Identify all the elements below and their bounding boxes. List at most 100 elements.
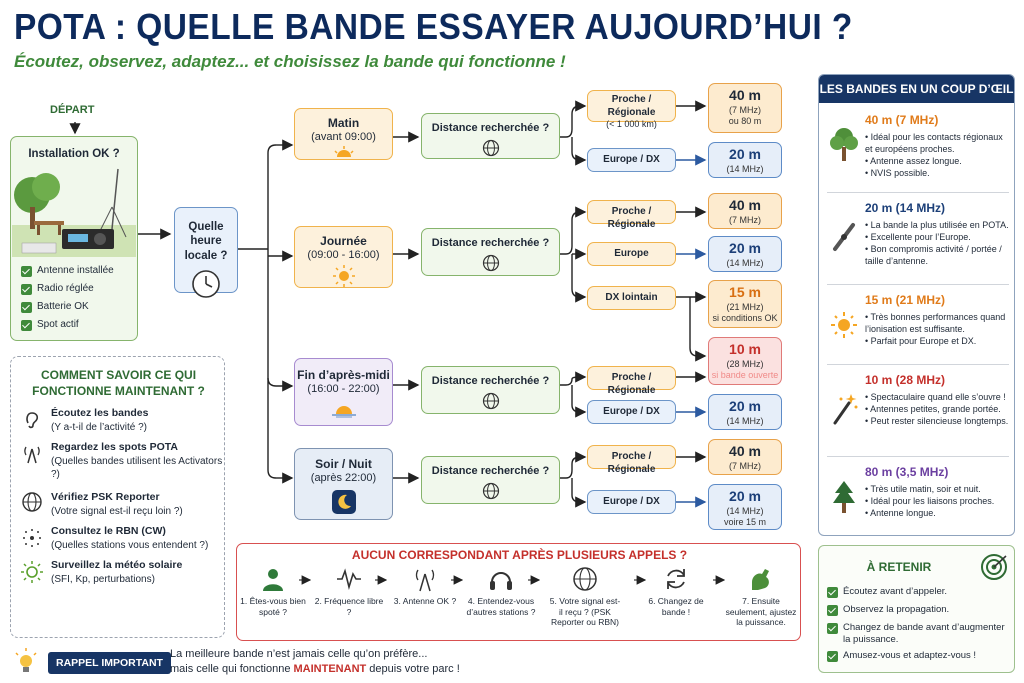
globe-icon [482,254,499,271]
moon-icon [331,489,356,514]
target-label: Europe [614,248,649,259]
band-20m-matin: 20 m (14 MHz) [708,142,782,178]
band-freq: (7 MHz) [729,460,761,471]
reminder-text: La meilleure bande n’est jamais celle qu… [170,647,460,677]
page-subtitle: Écoutez, observez, adaptez... et choisis… [14,52,566,71]
period-time: (après 22:00) [310,472,377,484]
overview-80m-bullets: Très utile matin, soir et nuit. Idéal po… [865,483,1011,519]
question-box: Quelle heure locale ? [174,207,238,298]
tree-icon [830,128,858,161]
installation-box: Installation OK ? Antenne installée Radi… [10,136,138,341]
band-number: 20 m [729,488,761,504]
antenna-tower-icon [24,446,40,464]
band-20m-fin: 20 m (14 MHz) [708,394,782,430]
fail-step-7: 7. Ensuite seulement, ajustez la puissan… [725,566,797,628]
distance-journee: Distance recherchée ? [421,228,560,276]
lightbulb-icon [15,648,37,672]
period-name: Matin [327,116,360,130]
target-sub: (< 1 000 km) [606,119,657,129]
clock-icon [192,270,220,298]
period-name: Journée [320,234,367,248]
person-icon [263,569,283,591]
target-europe-journee: Europe [587,242,676,266]
overview-15m-title: 15 m (21 MHz) [865,293,946,307]
band-freq: (7 MHz) [729,214,761,225]
globe-icon [482,392,499,409]
distance-label: Distance recherchée ? [431,237,550,249]
overview-15m-bullets: Très bonnes performances quand l’ionisat… [865,311,1011,347]
waveform-icon [337,568,361,590]
target-proche-journee: Proche / Régionale [587,200,676,230]
target-label: Europe / DX [603,406,660,417]
band-20m-soir: 20 m (14 MHz) voire 15 m [708,484,782,530]
sunset-icon [331,405,356,418]
overview-40m: 40 m (7 MHz) Idéal pour les contacts rég… [827,109,1009,193]
target-icon [981,554,1007,580]
overview-10m: 10 m (28 MHz) Spectaculaire quand elle s… [827,365,1009,457]
target-proche-fin: Proche / Régionale [587,366,676,396]
band-note: ou 80 m [728,115,762,126]
how-item-psk: Vérifiez PSK Reporter(Votre signal est-i… [51,491,183,517]
band-number: 10 m [729,341,761,357]
period-time: (16:00 - 22:00) [307,383,380,395]
dipole-antenna-icon [833,223,855,251]
network-icon [23,529,41,547]
refresh-icon [667,569,685,589]
band-20m-journee: 20 m (14 MHz) [708,236,782,272]
target-label: Europe / DX [603,496,660,507]
how-item-solar: Surveillez la météo solaire(SFI, Kp, per… [51,559,183,585]
distance-matin: Distance recherchée ? [421,113,560,159]
fail-panel: AUCUN CORRESPONDANT APRÈS PLUSIEURS APPE… [236,543,801,641]
band-number: 40 m [729,197,761,213]
period-time: (avant 09:00) [311,131,376,143]
distance-label: Distance recherchée ? [431,122,550,134]
overview-80m: 80 m (3,5 MHz) Très utile matin, soir et… [827,457,1009,535]
checkbox-icon [21,266,32,277]
target-label: DX lointain [605,292,658,303]
bands-overview-title: LES BANDES EN UN COUP D’ŒIL [819,75,1014,103]
checkbox-icon [827,651,838,662]
page-title: POTA : QUELLE BANDE ESSAYER AUJOURD’HUI … [14,6,853,47]
reminder-badge: RAPPEL IMPORTANT [48,652,171,674]
checkbox-icon [827,605,838,616]
overview-80m-title: 80 m (3,5 MHz) [865,465,949,479]
band-freq: (14 MHz) [726,163,764,174]
retenir-item-3: Changez de bande avant d’augmenter la pu… [827,622,1012,647]
check-batterie: Batterie OK [21,301,89,314]
band-freq: (28 MHz) [726,358,764,369]
overview-15m: 15 m (21 MHz) Très bonnes performances q… [827,285,1009,365]
how-panel: COMMENT SAVOIR CE QUI FONCTIONNE MAINTEN… [10,356,225,638]
target-europe-dx-soir: Europe / DX [587,490,676,514]
fail-step-6: 6. Changez de bande ! [640,566,712,617]
band-note: si bande ouverte [711,369,779,380]
retenir-item-2: Observez la propagation. [827,604,1012,616]
band-number: 20 m [729,240,761,256]
fail-step-3: 3. Antenne OK ? [389,566,461,607]
band-15m: 15 m (21 MHz) si conditions OK [708,280,782,328]
pine-tree-icon [833,481,855,513]
target-label: Proche / Régionale [607,206,656,230]
fail-step-5: 5. Votre signal est-il reçu ? (PSK Repor… [549,566,621,628]
globe-icon [573,567,597,591]
period-soir-nuit: Soir / Nuit (après 22:00) [294,448,393,520]
headphones-icon [490,572,512,590]
checkbox-icon [827,587,838,598]
overview-40m-title: 40 m (7 MHz) [865,113,939,127]
checkbox-icon [21,302,32,313]
period-name: Fin d’après-midi [297,368,390,382]
fail-step-2: 2. Fréquence libre ? [313,566,385,617]
check-antenne: Antenne installée [21,265,114,278]
overview-20m-title: 20 m (14 MHz) [865,201,946,215]
question-line2: locale ? [184,249,228,262]
overview-40m-bullets: Idéal pour les contacts régionaux et eur… [865,131,1011,180]
period-matin: Matin (avant 09:00) [294,108,393,160]
bands-overview-panel: LES BANDES EN UN COUP D’ŒIL 40 m (7 MHz)… [818,74,1015,536]
overview-10m-bullets: Spectaculaire quand elle s’ouvre ! Anten… [865,391,1011,427]
period-time: (09:00 - 16:00) [307,249,380,261]
distance-label: Distance recherchée ? [431,465,550,477]
field-station-illustration [12,168,136,257]
sun-icon [21,561,43,583]
how-panel-title: COMMENT SAVOIR CE QUI FONCTIONNE MAINTEN… [32,368,205,399]
target-europe-dx-fin: Europe / DX [587,400,676,424]
